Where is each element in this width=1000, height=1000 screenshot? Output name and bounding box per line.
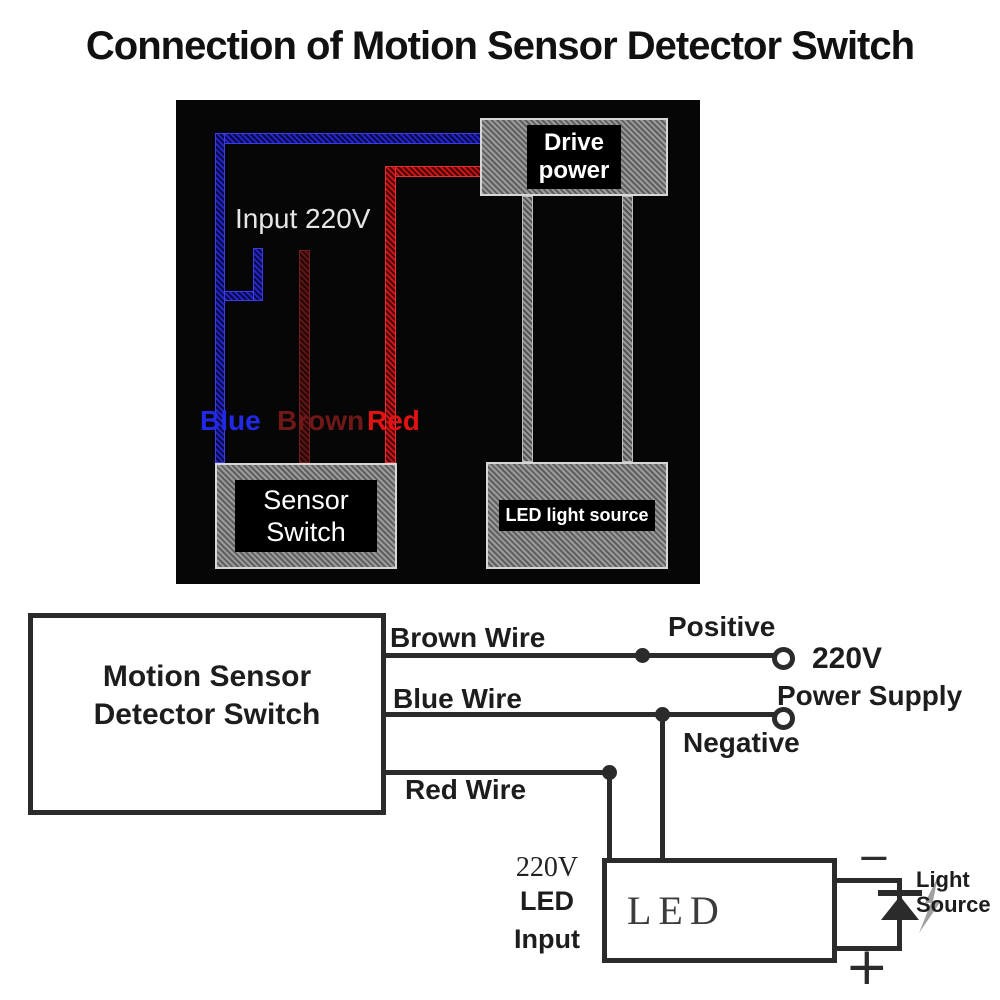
loop-bottom-wire xyxy=(837,946,902,951)
photo-blue-wire-horizontal xyxy=(215,133,481,144)
led-input-line2: LED xyxy=(520,886,574,916)
positive-label: Positive xyxy=(668,611,776,642)
red-branch-line xyxy=(607,772,612,862)
positive-terminal xyxy=(772,647,795,670)
drive-power-line1: Drive xyxy=(543,129,605,157)
controller-box: Motion Sensor Detector Switch xyxy=(28,613,386,815)
brown-wire-junction-dot xyxy=(635,648,650,663)
sensor-switch-line2: Switch xyxy=(266,517,346,547)
red-wire-label: Red Wire xyxy=(405,774,527,805)
red-wire-color-label: Red xyxy=(367,405,420,436)
sensor-switch-box: Sensor Switch xyxy=(215,463,397,569)
photo-output-wire-right xyxy=(622,196,633,462)
diode-triangle xyxy=(881,896,919,920)
sensor-switch-line1: Sensor xyxy=(263,484,349,515)
drive-power-box: Drive power xyxy=(480,118,668,196)
led-light-source-plate: LED light source xyxy=(499,500,655,531)
loop-top-wire xyxy=(837,878,902,883)
supply-voltage-label: 220V xyxy=(812,642,883,675)
controller-box-line1: Motion Sensor xyxy=(102,660,312,693)
supply-name-label: Power Supply xyxy=(777,680,963,711)
red-wire-junction-dot xyxy=(602,765,617,780)
sensor-switch-plate: Sensor Switch xyxy=(235,479,377,553)
photo-brown-wire-vertical xyxy=(299,250,310,463)
page-title: Connection of Motion Sensor Detector Swi… xyxy=(85,24,915,68)
flash-icon xyxy=(919,876,941,933)
led-input-caption: 220V LED Input xyxy=(492,852,602,956)
light-source-label-line1: Light xyxy=(916,867,970,892)
led-light-source-box: LED light source xyxy=(486,462,668,569)
brown-wire-label: Brown Wire xyxy=(390,622,546,653)
photo-panel: Drive power Sensor Switch LED light sour… xyxy=(176,100,700,584)
plus-symbol: + xyxy=(845,937,889,997)
photo-red-wire-vertical xyxy=(385,166,396,463)
drive-power-line2: power xyxy=(538,157,610,184)
blue-wire-junction-dot xyxy=(655,707,670,722)
led-input-line1: 220V xyxy=(515,852,579,883)
brown-wire-line xyxy=(386,653,776,658)
blue-wire-line xyxy=(386,712,776,717)
minus-symbol: − xyxy=(857,835,891,881)
led-driver-box: LED xyxy=(602,858,837,963)
input-voltage-label: Input 220V xyxy=(235,203,371,234)
diode-cathode-bar xyxy=(878,890,922,896)
negative-terminal xyxy=(772,707,795,730)
controller-box-line2: Detector Switch xyxy=(93,697,321,731)
red-wire-line xyxy=(386,770,612,775)
led-driver-box-label: LED xyxy=(627,888,726,933)
led-light-source-label: LED light source xyxy=(505,505,649,525)
led-input-line3: Input xyxy=(514,924,580,954)
photo-output-wire-left xyxy=(522,196,533,462)
negative-label: Negative xyxy=(683,727,800,758)
negative-branch-line xyxy=(660,714,665,862)
light-source-label-line2: Source xyxy=(916,892,991,917)
photo-red-wire-horizontal xyxy=(385,166,481,177)
brown-wire-color-label: Brown xyxy=(277,405,365,436)
blue-wire-label: Blue Wire xyxy=(393,683,522,714)
blue-wire-color-label: Blue xyxy=(200,405,261,436)
photo-blue-wire-hook-stub xyxy=(253,248,263,301)
drive-power-plate: Drive power xyxy=(526,125,622,189)
